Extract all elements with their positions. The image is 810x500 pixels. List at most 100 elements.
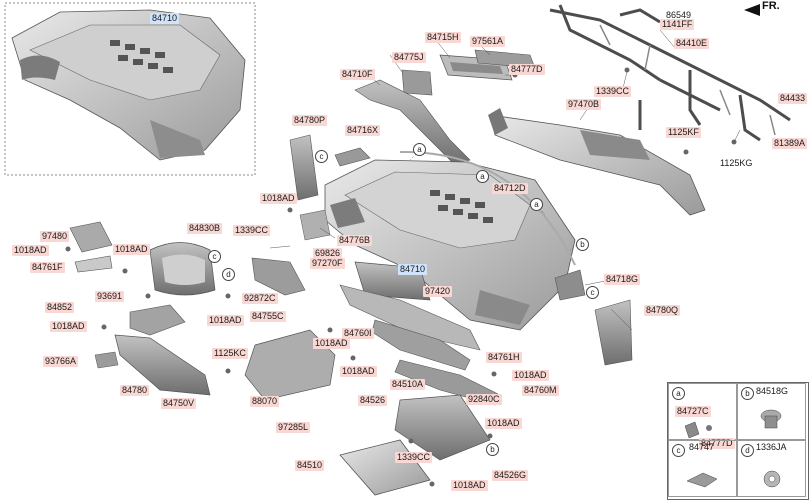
- bracket-84776b-shape: [299, 209, 331, 241]
- ref-marker-c: c: [208, 250, 221, 263]
- callout-97561a[interactable]: 97561A: [470, 36, 506, 47]
- callout-84776b[interactable]: 84776B: [337, 235, 373, 246]
- callout-1018ad-c[interactable]: 1018AD: [113, 244, 150, 255]
- garnish-84760m-shape: [394, 359, 501, 406]
- legend-marker-c: c: [672, 444, 685, 457]
- callout-1018ad-g[interactable]: 1018AD: [512, 370, 549, 381]
- panel-84780q-shape: [594, 299, 633, 366]
- callout-69826[interactable]: 69826: [313, 248, 343, 259]
- callout-92872c[interactable]: 92872C: [242, 293, 278, 304]
- bracket-84755c-shape: [251, 257, 306, 296]
- legend-cell-c: c 84747: [668, 440, 737, 497]
- callout-84510a[interactable]: 84510A: [390, 379, 426, 390]
- callout-97285l[interactable]: 97285L: [276, 422, 311, 433]
- callout-81389a[interactable]: 81389A: [772, 138, 808, 149]
- callout-84433[interactable]: 84433: [778, 93, 808, 104]
- callout-1125kc[interactable]: 1125KC: [212, 348, 248, 359]
- callout-97470b[interactable]: 97470B: [566, 99, 602, 110]
- callout-84710f[interactable]: 84710F: [340, 69, 375, 80]
- callout-1018ad-h[interactable]: 1018AD: [340, 366, 377, 377]
- ref-marker-c: c: [315, 150, 328, 163]
- inset-frame: [4, 2, 256, 176]
- callout-97420[interactable]: 97420: [423, 286, 453, 297]
- callout-1018ad-i[interactable]: 1018AD: [485, 418, 522, 429]
- legend-clip-c-icon: [686, 472, 718, 488]
- defroster-strip-shape: [399, 150, 576, 266]
- lower-panel-84750v-shape: [114, 334, 211, 396]
- callout-84830b[interactable]: 84830B: [187, 223, 223, 234]
- callout-86549[interactable]: 86549: [666, 10, 692, 20]
- legend-84777d[interactable]: 84777D: [699, 438, 735, 449]
- callout-inset-84710[interactable]: 84710: [150, 13, 180, 24]
- legend-1336ja[interactable]: 1336JA: [756, 442, 787, 452]
- callout-1125kg[interactable]: 1125KG: [720, 158, 753, 168]
- callout-84775j[interactable]: 84775J: [392, 52, 426, 63]
- ref-marker-b: b: [576, 238, 589, 251]
- legend-84727c[interactable]: 84727C: [675, 406, 711, 417]
- callout-93691[interactable]: 93691: [95, 291, 125, 302]
- callout-84710[interactable]: 84710: [398, 264, 428, 275]
- legend-84747[interactable]: 84747: [689, 442, 715, 452]
- crossmember-brackets: [599, 24, 776, 136]
- callout-84761h[interactable]: 84761H: [486, 352, 522, 363]
- legend-nut-d-icon: [763, 470, 781, 488]
- callout-1339cc-beam[interactable]: 1339CC: [594, 86, 632, 97]
- ref-marker-c: c: [586, 286, 599, 299]
- ref-marker-a: a: [413, 143, 426, 156]
- callout-84780q[interactable]: 84780Q: [644, 305, 681, 316]
- callout-88070[interactable]: 88070: [250, 396, 280, 407]
- callout-97480[interactable]: 97480: [40, 231, 70, 242]
- callout-84718g[interactable]: 84718G: [604, 274, 641, 285]
- callout-1018ad-b[interactable]: 1018AD: [12, 245, 49, 256]
- callout-84712d[interactable]: 84712D: [492, 183, 528, 194]
- callout-84716x[interactable]: 84716X: [345, 125, 381, 136]
- callout-1125kf[interactable]: 1125KF: [666, 127, 701, 138]
- legend-cell-a: a 84727C 84777D: [668, 383, 737, 449]
- glovebox-84510-shape: [339, 439, 431, 496]
- callout-84755c[interactable]: 84755C: [250, 311, 286, 322]
- callout-1141ff[interactable]: 1141FF: [660, 19, 695, 30]
- callout-84410e[interactable]: 84410E: [674, 38, 710, 49]
- callout-92840c[interactable]: 92840C: [466, 394, 502, 405]
- callout-84780[interactable]: 84780: [120, 385, 150, 396]
- callout-97270f[interactable]: 97270F: [310, 258, 345, 269]
- legend-cell-b: b 84518G: [737, 383, 806, 440]
- legend-marker-b: b: [741, 387, 754, 400]
- main-dashboard-shape: [324, 159, 576, 331]
- callout-1018ad-a[interactable]: 1018AD: [260, 193, 297, 204]
- callout-84715h[interactable]: 84715H: [425, 32, 461, 43]
- callout-84760i[interactable]: 84760I: [342, 328, 374, 339]
- legend-clip-a-icon: [684, 421, 712, 439]
- callout-84761f[interactable]: 84761F: [30, 262, 65, 273]
- crossmember-shape: [549, 4, 791, 142]
- callout-1018ad-f[interactable]: 1018AD: [313, 338, 350, 349]
- panel-84780p-shape: [289, 134, 319, 201]
- callout-84852[interactable]: 84852: [45, 302, 75, 313]
- callout-84526g[interactable]: 84526G: [492, 470, 529, 481]
- switch-97480-shape: [69, 221, 113, 253]
- callout-93766a[interactable]: 93766A: [43, 356, 79, 367]
- callout-84750v[interactable]: 84750V: [161, 398, 197, 409]
- ref-marker-d: d: [222, 268, 235, 281]
- callout-1018ad-j[interactable]: 1018AD: [451, 480, 488, 491]
- lower-garnish-shape: [339, 284, 481, 351]
- ref-marker-b: b: [486, 443, 499, 456]
- callout-84510[interactable]: 84510: [295, 460, 325, 471]
- callout-1339cc-c[interactable]: 1339CC: [395, 452, 433, 463]
- callout-84777d[interactable]: 84777D: [509, 64, 545, 75]
- callout-84780p[interactable]: 84780P: [292, 115, 328, 126]
- callout-1018ad-d[interactable]: 1018AD: [207, 315, 244, 326]
- callout-84526[interactable]: 84526: [358, 395, 388, 406]
- callout-1018ad-e[interactable]: 1018AD: [50, 321, 87, 332]
- part-93766a-shape: [94, 351, 119, 369]
- legend-84518g[interactable]: 84518G: [756, 386, 789, 396]
- panel-84852-shape: [129, 304, 186, 336]
- part-84716x-shape: [334, 147, 371, 167]
- air-duct-shape: [488, 108, 706, 216]
- callout-1339cc-b[interactable]: 1339CC: [233, 225, 271, 236]
- callout-84760m[interactable]: 84760M: [522, 385, 559, 396]
- legend-grommet-b-icon: [760, 409, 782, 429]
- front-arrow-icon: [744, 4, 760, 16]
